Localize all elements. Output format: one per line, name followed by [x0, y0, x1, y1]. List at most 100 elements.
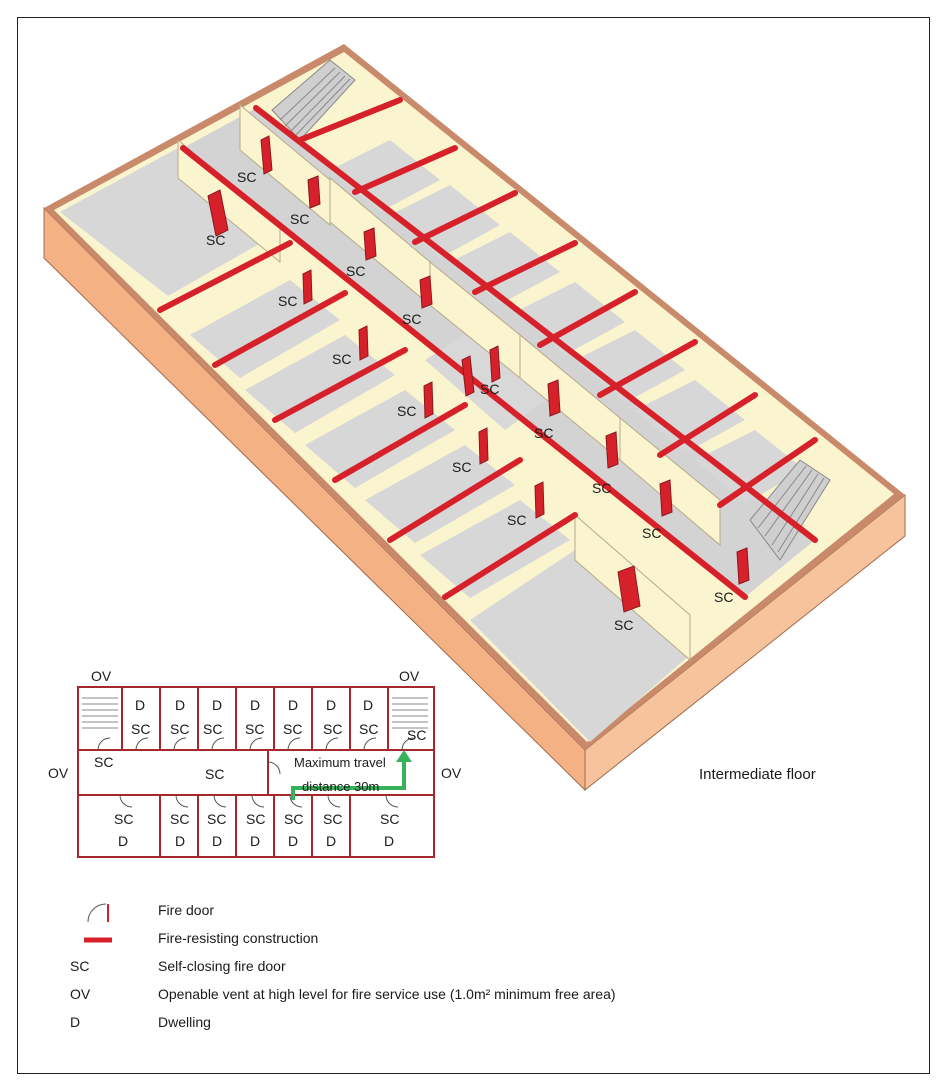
sc-label: SC	[170, 811, 189, 827]
sc-label: SC	[94, 754, 113, 770]
sc-label: SC	[323, 721, 342, 737]
fire-door	[207, 189, 229, 237]
sc-label: SC	[480, 381, 499, 397]
dwelling-label: D	[212, 697, 222, 713]
sc-label: SC	[323, 811, 342, 827]
sc-label: SC	[507, 512, 526, 528]
sc-label: SC	[642, 525, 661, 541]
sc-label: SC	[170, 721, 189, 737]
legend-text: Self-closing fire door	[158, 958, 286, 974]
iso-sc-labels: SC SC SC SC SC SC SC SC SC SC SC SC SC S…	[206, 169, 733, 633]
fire-door-icon	[70, 902, 130, 923]
room-floor	[60, 148, 280, 296]
fire-door	[605, 431, 619, 469]
legend-key: SC	[70, 958, 90, 974]
fire-door	[736, 547, 750, 585]
room-floor	[470, 540, 690, 742]
room-floor	[245, 335, 395, 433]
fire-door	[534, 481, 545, 519]
dwelling-label: D	[363, 697, 373, 713]
legend-key: OV	[70, 986, 91, 1002]
plan-walls	[77, 686, 435, 858]
plan-stairs	[82, 697, 428, 729]
sc-label: SC	[131, 721, 150, 737]
ov-label: OV	[91, 668, 112, 684]
sc-label: SC	[278, 293, 297, 309]
fire-door	[659, 479, 673, 517]
fire-door	[302, 269, 313, 305]
dwelling-label: D	[384, 833, 394, 849]
sc-label: SC	[380, 811, 399, 827]
fire-resisting-walls	[157, 97, 818, 600]
ov-label: OV	[48, 765, 69, 781]
fire-door-leaves	[207, 135, 750, 613]
fire-door	[617, 565, 641, 613]
sc-label: SC	[332, 351, 351, 367]
fire-door	[489, 345, 501, 383]
sc-label: SC	[402, 311, 421, 327]
ov-label: OV	[441, 765, 462, 781]
room-floor	[450, 232, 560, 304]
fire-door	[461, 355, 475, 397]
dwelling-label: D	[326, 833, 336, 849]
ov-label: OV	[399, 668, 420, 684]
sc-label: SC	[452, 459, 471, 475]
room-floor	[420, 500, 570, 598]
sc-label: SC	[290, 211, 309, 227]
sc-label: SC	[534, 425, 553, 441]
travel-distance-label: Maximum travel	[294, 755, 386, 770]
sc-label: SC	[397, 403, 416, 419]
room-floor	[515, 282, 625, 355]
dwelling-label: D	[288, 697, 298, 713]
dwelling-label: D	[118, 833, 128, 849]
room-floor	[390, 185, 500, 258]
sc-label: SC	[114, 811, 133, 827]
sc-label: SC	[346, 263, 365, 279]
staircase-bottom	[749, 459, 831, 561]
fire-door	[358, 325, 369, 361]
sc-label: SC	[359, 721, 378, 737]
legend-key: D	[70, 1014, 81, 1030]
dwelling-label: D	[135, 697, 145, 713]
legend-text: Openable vent at high level for fire ser…	[158, 986, 616, 1002]
travel-distance-arrow	[291, 760, 406, 800]
fire-door	[307, 175, 321, 209]
sc-label: SC	[614, 617, 633, 633]
fire-door	[547, 379, 561, 417]
room-floor	[635, 380, 745, 453]
sc-label: SC	[245, 721, 264, 737]
dwelling-label: D	[326, 697, 336, 713]
plan-door-swings	[97, 737, 415, 808]
fire-door	[260, 135, 273, 175]
dwelling-label: D	[175, 697, 185, 713]
sc-label: SC	[207, 811, 226, 827]
sc-label: SC	[206, 232, 225, 248]
sc-label: SC	[284, 811, 303, 827]
sc-label: SC	[205, 766, 224, 782]
sc-label: SC	[203, 721, 222, 737]
sc-label: SC	[246, 811, 265, 827]
room-floor	[305, 390, 455, 488]
travel-distance-label: distance 30m	[302, 779, 379, 794]
room-floor	[365, 445, 515, 543]
fire-resisting-line-icon	[70, 930, 130, 950]
dwelling-label: D	[212, 833, 222, 849]
room-floor	[190, 280, 340, 378]
sc-label: SC	[714, 589, 733, 605]
dwelling-label: D	[250, 697, 260, 713]
fire-door	[478, 427, 489, 465]
legend-text: Dwelling	[158, 1014, 211, 1030]
dwelling-label: D	[175, 833, 185, 849]
dwelling-label: D	[250, 833, 260, 849]
floor-caption: Intermediate floor	[699, 766, 816, 783]
fire-door	[419, 275, 433, 309]
travel-arrow-head	[396, 750, 412, 762]
fire-door	[423, 381, 434, 419]
legend-text: Fire-resisting construction	[158, 930, 319, 946]
dwelling-label: D	[288, 833, 298, 849]
fire-door	[363, 227, 377, 261]
sc-label: SC	[237, 169, 256, 185]
sc-label: SC	[407, 727, 426, 743]
